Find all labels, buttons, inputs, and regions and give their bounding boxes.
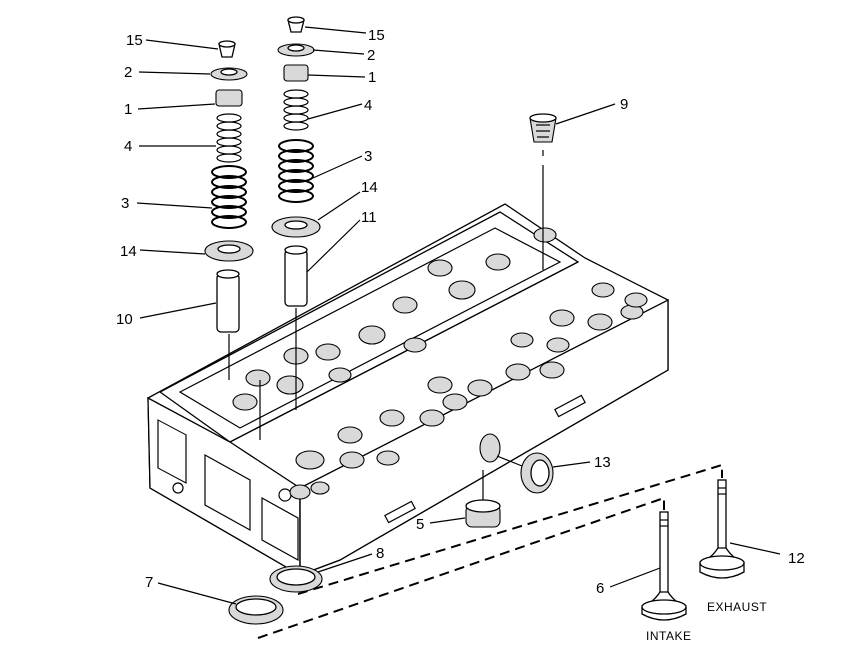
callout-3-left: 3 bbox=[121, 195, 129, 212]
callout-4-right: 4 bbox=[364, 97, 372, 114]
right-valve-stack bbox=[271, 16, 321, 410]
callout-4-left: 4 bbox=[124, 138, 132, 155]
callout-7: 7 bbox=[145, 574, 153, 591]
exhaust-valve-12 bbox=[699, 479, 745, 579]
callout-8: 8 bbox=[376, 545, 384, 562]
callout-5: 5 bbox=[416, 516, 424, 533]
callout-1-left: 1 bbox=[124, 101, 132, 118]
callout-9: 9 bbox=[620, 96, 628, 113]
callout-15-left: 15 bbox=[126, 32, 143, 49]
callout-14-right: 14 bbox=[361, 179, 378, 196]
callout-6: 6 bbox=[596, 580, 604, 597]
callouts: 15 2 1 4 3 14 10 15 2 1 4 3 14 11 9 13 5… bbox=[116, 27, 805, 597]
guide-10 bbox=[216, 273, 240, 333]
callout-2-left: 2 bbox=[124, 64, 132, 81]
spring-3-right bbox=[278, 139, 314, 203]
callout-2-right: 2 bbox=[367, 47, 375, 64]
spring-3-left bbox=[211, 165, 247, 229]
valve-seat-7 bbox=[228, 595, 284, 625]
spring-4-left bbox=[216, 113, 242, 163]
intake-label: INTAKE bbox=[646, 629, 691, 643]
callout-12: 12 bbox=[788, 550, 805, 567]
callout-15-right: 15 bbox=[368, 27, 385, 44]
spring-4-right bbox=[283, 89, 309, 131]
callout-3-right: 3 bbox=[364, 148, 372, 165]
assembly-dashed-lines bbox=[257, 463, 723, 639]
callout-11: 11 bbox=[361, 209, 377, 226]
seal-13 bbox=[496, 452, 554, 494]
left-valve-stack bbox=[204, 40, 261, 440]
exhaust-label: EXHAUST bbox=[707, 600, 767, 614]
leader-lines bbox=[136, 26, 781, 605]
callout-10: 10 bbox=[116, 311, 133, 328]
keeper-1-left bbox=[215, 89, 243, 107]
intake-valve-6 bbox=[641, 511, 687, 621]
plug-9 bbox=[529, 113, 557, 270]
callout-13: 13 bbox=[594, 454, 611, 471]
keeper-1-right bbox=[283, 64, 309, 82]
valve-seat-8 bbox=[269, 565, 323, 593]
callout-1-right: 1 bbox=[368, 69, 376, 86]
side-bosses bbox=[289, 282, 648, 500]
callout-14-left: 14 bbox=[120, 243, 137, 260]
guide-11 bbox=[284, 249, 308, 307]
plug-5 bbox=[465, 470, 501, 528]
